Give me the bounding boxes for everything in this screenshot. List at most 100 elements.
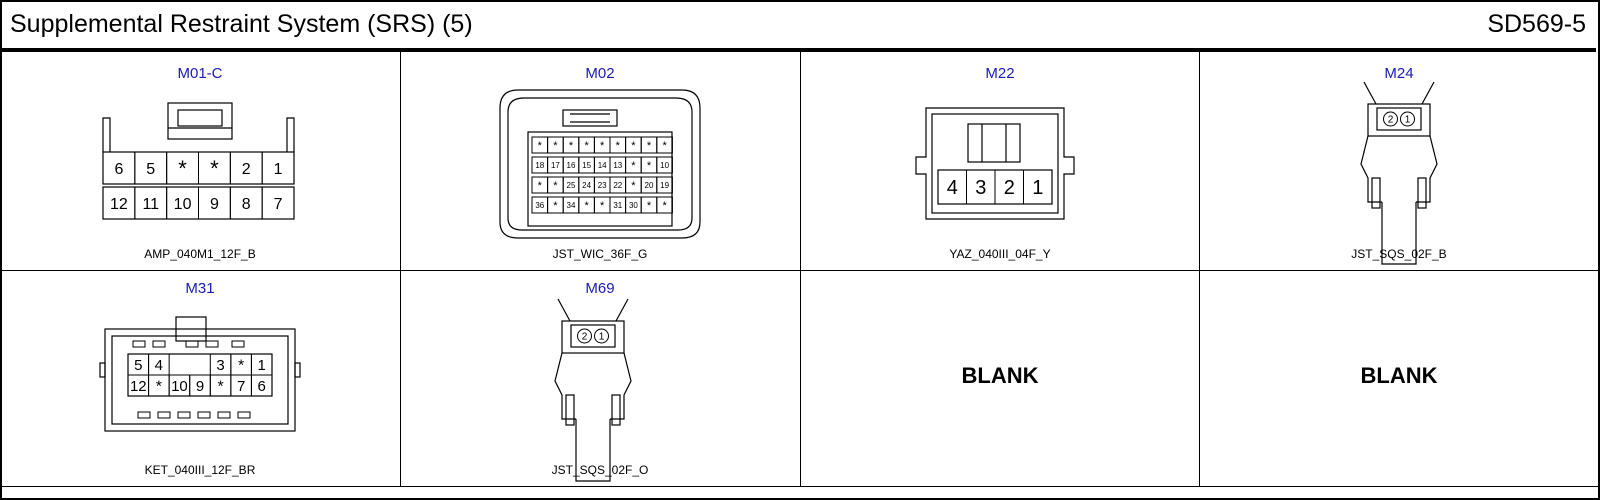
pin-label: 12 — [130, 378, 147, 395]
pin-label: 24 — [582, 181, 591, 190]
pin-label: 7 — [237, 378, 245, 395]
connector-id: M01-C — [177, 65, 223, 82]
blank-label: BLANK — [961, 363, 1039, 388]
pin-label: 15 — [582, 161, 591, 170]
page-title: Supplemental Restraint System (SRS) (5) — [10, 10, 473, 38]
pin-label: 30 — [629, 201, 638, 210]
pin-label: 2 — [242, 161, 251, 178]
pin-label: * — [238, 357, 244, 374]
blank-label: BLANK — [1360, 363, 1438, 388]
grid-divider — [800, 52, 801, 486]
pin-label: 16 — [567, 161, 576, 170]
pin-label: * — [178, 156, 187, 181]
pin-label: * — [553, 200, 558, 212]
pin-label: * — [538, 180, 543, 192]
pin-label: 9 — [210, 196, 219, 213]
pin-label: 10 — [174, 196, 192, 213]
pin-label: * — [647, 140, 652, 152]
document-code: SD569-5 — [1487, 10, 1586, 38]
pin-label: * — [569, 140, 574, 152]
pin-label: 2 — [1004, 177, 1015, 199]
blank-cell: BLANK — [1199, 271, 1599, 489]
pin-label: 34 — [567, 201, 576, 210]
pin-label: * — [631, 180, 636, 192]
pin-label: * — [210, 156, 219, 181]
pin-label: 11 — [142, 196, 159, 213]
connector-type: JST_SQS_02F_B — [1351, 247, 1447, 261]
connector-id: M31 — [185, 280, 215, 297]
pin-label: 10 — [171, 378, 188, 395]
pin-label: * — [553, 180, 558, 192]
pin-label: 1 — [1032, 177, 1043, 199]
pin-label: * — [584, 140, 589, 152]
pin-label: 10 — [660, 161, 669, 170]
pin-label: 1 — [274, 161, 283, 178]
pin-label: 2 — [1388, 115, 1394, 126]
pin-label: 22 — [613, 181, 622, 190]
pin-label: * — [538, 140, 543, 152]
connector-type: JST_SQS_02F_O — [551, 463, 649, 477]
pin-label: 36 — [535, 201, 544, 210]
pin-label: 9 — [196, 378, 204, 395]
grid-divider — [0, 486, 1598, 487]
pin-label: 4 — [155, 357, 163, 374]
pin-label: 23 — [598, 181, 607, 190]
pin-label: * — [662, 200, 667, 212]
pin-label: 4 — [947, 177, 958, 199]
pin-label: 25 — [567, 181, 576, 190]
pin-label: * — [217, 378, 223, 395]
pin-label: 6 — [258, 378, 266, 395]
connector-type: KET_040III_12F_BR — [144, 463, 256, 477]
pin-label: * — [553, 140, 558, 152]
connector-type: JST_WIC_36F_G — [552, 247, 648, 261]
blank-cell: BLANK — [800, 271, 1200, 489]
pin-label: 20 — [645, 181, 654, 190]
pin-label: 14 — [598, 161, 607, 170]
pin-label: 19 — [660, 181, 669, 190]
pin-label: 31 — [613, 201, 622, 210]
connector-type: YAZ_040III_04F_Y — [949, 247, 1051, 261]
pin-label: 13 — [613, 161, 622, 170]
pin-label: 5 — [134, 357, 142, 374]
pin-label: 12 — [110, 196, 128, 213]
pin-label: 1 — [1405, 115, 1411, 126]
pin-label: 1 — [258, 357, 266, 374]
pin-label: * — [600, 140, 605, 152]
connector-id: M24 — [1384, 65, 1414, 82]
connector-id: M69 — [585, 280, 615, 297]
grid-divider — [0, 270, 1598, 271]
pin-label: 5 — [146, 161, 155, 178]
pin-label: * — [156, 378, 162, 395]
pin-label: 1 — [599, 332, 605, 343]
pin-label: 3 — [975, 177, 986, 199]
pin-label: 3 — [216, 357, 224, 374]
page-header: Supplemental Restraint System (SRS) (5) … — [0, 0, 1596, 52]
connector-id: M22 — [985, 65, 1015, 82]
connector-type: AMP_040M1_12F_B — [144, 247, 256, 261]
pin-label: 2 — [582, 332, 588, 343]
pin-label: 18 — [535, 161, 544, 170]
pin-label: 6 — [114, 161, 123, 178]
grid-divider — [400, 52, 401, 486]
pin-label: * — [631, 160, 636, 172]
grid-divider — [1199, 52, 1200, 486]
connector-id: M02 — [585, 65, 615, 82]
pin-label: * — [662, 140, 667, 152]
pin-label: * — [600, 200, 605, 212]
pin-label: * — [647, 200, 652, 212]
pin-label: * — [647, 160, 652, 172]
pin-label: 7 — [274, 196, 283, 213]
pin-label: * — [584, 200, 589, 212]
